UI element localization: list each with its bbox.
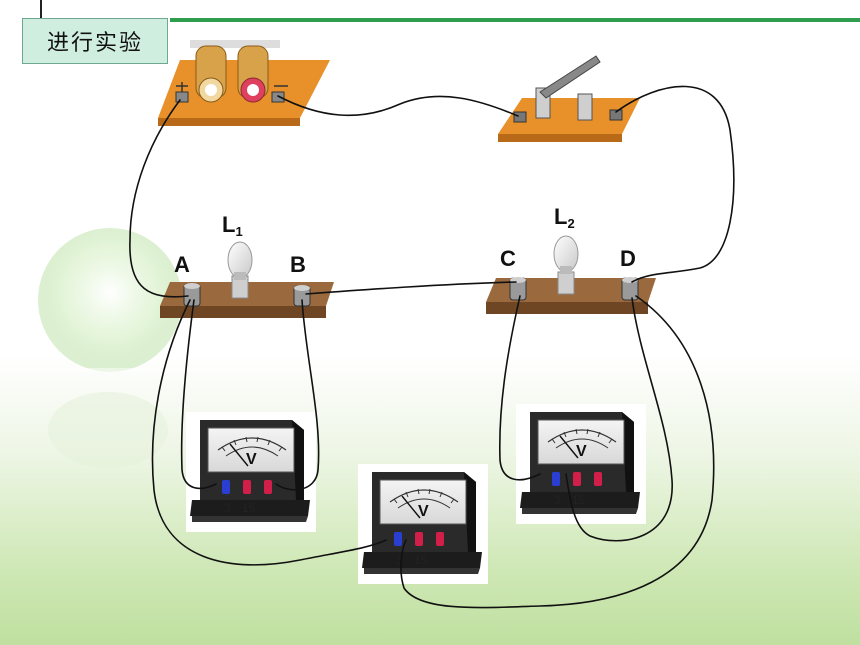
battery-cell-2 xyxy=(237,45,269,103)
point-label-a: A xyxy=(174,252,190,277)
wires xyxy=(129,85,735,609)
lamp-l2-sub: 2 xyxy=(567,216,574,231)
voltmeter-2: V 3 15 xyxy=(357,463,489,585)
battery-terminal-left xyxy=(175,91,189,103)
terminal-c xyxy=(509,277,527,301)
decor-bubble xyxy=(38,228,182,372)
voltmeter-3-label-3: 3 xyxy=(554,493,561,507)
title-box: 进行实验 xyxy=(22,18,168,64)
bulb-l1 xyxy=(227,241,253,280)
point-label-b: B xyxy=(290,252,306,277)
wire-a-to-v1 xyxy=(180,299,217,490)
battery-cell-1 xyxy=(195,45,227,103)
voltmeter-3: V 3 15 xyxy=(515,403,647,525)
point-label-c: C xyxy=(500,246,516,271)
voltmeter-1-label-15: 15 xyxy=(242,501,256,515)
wire-d-to-v3 xyxy=(565,297,673,542)
voltmeter-2-symbol: V xyxy=(418,503,429,520)
lamp-holder-l1 xyxy=(160,241,334,318)
voltmeter-1: V 3 15 xyxy=(185,411,317,533)
wire-switch-to-d xyxy=(615,85,735,283)
bulb-l2 xyxy=(553,235,579,274)
voltmeter-2-label-3: 3 xyxy=(396,553,403,567)
wire-battery-to-a xyxy=(129,99,189,298)
lamp-l1-letter: L xyxy=(222,212,235,237)
decor-bubble-reflection xyxy=(48,392,168,468)
voltmeter-2-label-15: 15 xyxy=(414,553,428,567)
slide-title: 进行实验 xyxy=(46,31,143,56)
battery-terminal-right xyxy=(271,91,285,103)
top-rule xyxy=(40,0,42,18)
voltmeter-1-label-3: 3 xyxy=(224,501,231,515)
wire-a-to-v2 xyxy=(151,299,387,566)
voltmeter-3-label-15: 15 xyxy=(572,493,586,507)
wire-d-to-v2 xyxy=(400,295,715,609)
battery-pack xyxy=(158,40,330,126)
terminal-a xyxy=(183,283,201,307)
switch-terminal-right xyxy=(609,109,623,121)
floor-line xyxy=(0,368,860,372)
wire-battery-to-switch xyxy=(277,95,519,117)
lamp-label-l1: L1 xyxy=(222,212,243,239)
switch-terminal-left xyxy=(513,111,527,123)
voltmeter-1-symbol: V xyxy=(246,451,257,468)
lamp-holder-l2 xyxy=(486,235,656,314)
knife-switch xyxy=(498,55,640,142)
lamp-label-l2: L2 xyxy=(554,204,575,231)
wire-b-to-v1 xyxy=(275,299,320,491)
voltmeter-3-symbol: V xyxy=(576,443,587,460)
lamp-l1-sub: 1 xyxy=(235,224,242,239)
lamp-l2-letter: L xyxy=(554,204,567,229)
wire-b-to-c xyxy=(305,281,517,295)
wire-c-to-v3 xyxy=(498,295,541,481)
header-rule xyxy=(170,18,860,22)
point-label-d: D xyxy=(620,246,636,271)
